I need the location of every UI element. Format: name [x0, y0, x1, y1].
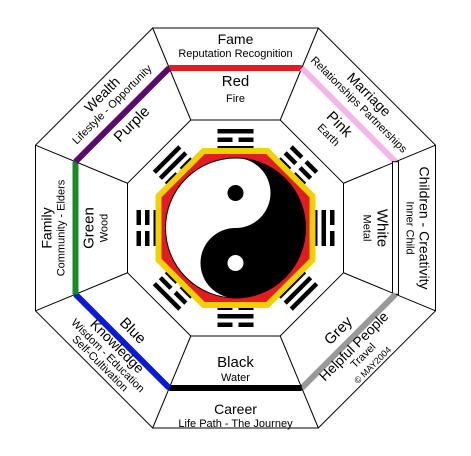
family-element: Wood: [99, 214, 111, 243]
area-career: Black Water Career Life Path - The Journ…: [178, 354, 293, 430]
children-element: Metal: [361, 215, 373, 242]
career-color-bar: [169, 385, 302, 391]
sector-divider: [343, 272, 436, 312]
color-bars: [72, 65, 399, 391]
sector-divider: [343, 144, 436, 184]
sector-divider: [279, 335, 319, 429]
children-subtitle: Inner Child: [404, 201, 416, 254]
fame-subtitle: Reputation Recognition: [178, 48, 292, 60]
children-title: Children - Creativity: [417, 167, 433, 290]
children-color: White: [374, 209, 391, 247]
family-title: Family: [39, 207, 55, 248]
sector-divider: [152, 27, 192, 121]
fame-element: Fire: [226, 93, 245, 105]
wealth-color-bar: [73, 65, 172, 164]
career-subtitle: Life Path - The Journey: [178, 418, 293, 430]
area-fame: Fame Reputation Recognition Red Fire: [178, 31, 292, 105]
water-element-label: Water: [221, 372, 250, 384]
black-color-label: Black: [217, 354, 254, 371]
sector-divider: [279, 27, 319, 121]
sector-divider: [35, 144, 128, 184]
family-subtitle: Community - Elders: [56, 179, 68, 276]
children-color-bar: [392, 161, 399, 295]
knowledge-color-bar: [73, 292, 172, 391]
yin-yang-icon: [165, 157, 306, 299]
family-color-bar: [72, 161, 79, 295]
fame-color: Red: [222, 73, 250, 90]
marriage-color-bar: [299, 65, 398, 164]
sector-divider: [35, 272, 128, 312]
fame-title: Fame: [218, 31, 254, 47]
area-family: Family Community - Elders Green Wood: [39, 179, 111, 276]
fame-color-bar: [169, 65, 302, 71]
yin-yang-center: [155, 148, 316, 308]
family-color: Green: [81, 207, 98, 249]
career-title: Career: [214, 401, 257, 417]
area-children: Children - Creativity Inner Child White …: [361, 167, 433, 290]
helpful-color-bar: [299, 292, 398, 391]
sector-divider: [152, 335, 192, 429]
